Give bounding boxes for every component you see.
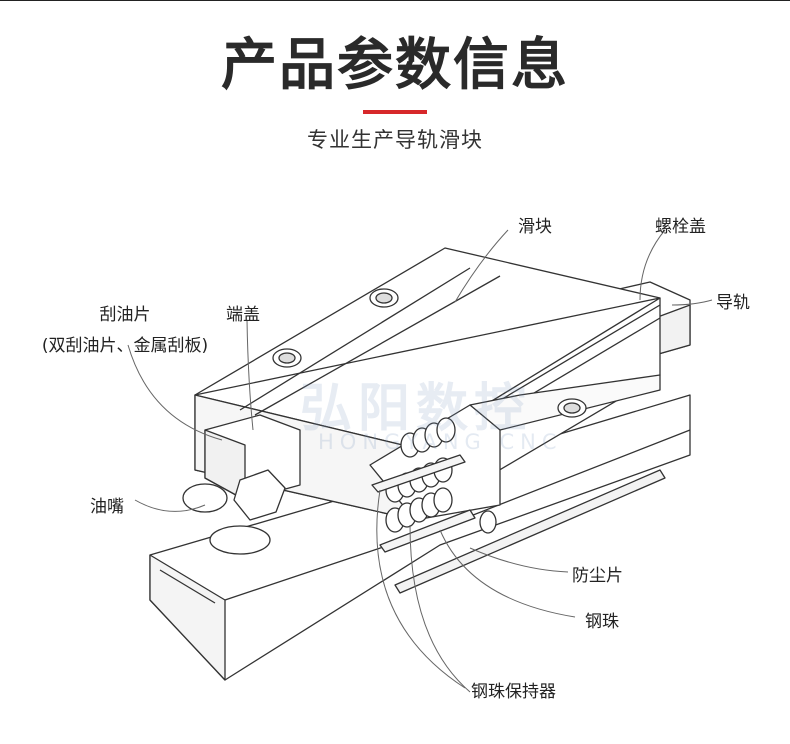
label-end-cap: 端盖: [226, 305, 260, 325]
leader-dust-strip: [469, 547, 569, 573]
leader-end-cap: [246, 319, 254, 431]
leader-retainer-2: [409, 524, 471, 693]
leader-slider: [454, 229, 509, 303]
top-divider: [0, 0, 790, 1]
label-steel-ball: 钢珠: [585, 612, 619, 632]
leader-grease-nipple: [134, 499, 206, 512]
leader-retainer-1: [376, 489, 466, 689]
leader-steel-ball: [439, 529, 576, 618]
label-dust-strip: 防尘片: [572, 566, 623, 586]
side-hole: [479, 510, 497, 534]
leader-bolt-cap: [639, 229, 666, 301]
label-scraper: 刮油片 (双刮油片、金属刮板): [20, 300, 230, 356]
label-scraper-line2: (双刮油片、金属刮板): [41, 336, 209, 356]
label-scraper-line1: 刮油片: [99, 305, 151, 325]
title-accent-bar: [363, 110, 427, 114]
leader-rail: [671, 299, 713, 306]
watermark-text: 弘阳数控: [300, 379, 533, 439]
leader-scraper: [127, 344, 223, 441]
page-subtitle: 专业生产导轨滑块: [307, 128, 483, 152]
grease-nipple: [182, 469, 286, 555]
watermark-subtext: HONGYANG CNC: [318, 430, 563, 454]
label-slider: 滑块: [518, 217, 552, 237]
label-bolt-cap: 螺栓盖: [655, 217, 706, 237]
label-ball-retainer: 钢珠保持器: [471, 682, 556, 702]
page-title: 产品参数信息: [221, 33, 569, 98]
dust-strip: [394, 469, 666, 594]
label-rail: 导轨: [716, 293, 750, 313]
bolt-holes: [272, 288, 587, 418]
label-grease-nipple: 油嘴: [90, 497, 124, 517]
ball-retainer: [371, 454, 476, 553]
